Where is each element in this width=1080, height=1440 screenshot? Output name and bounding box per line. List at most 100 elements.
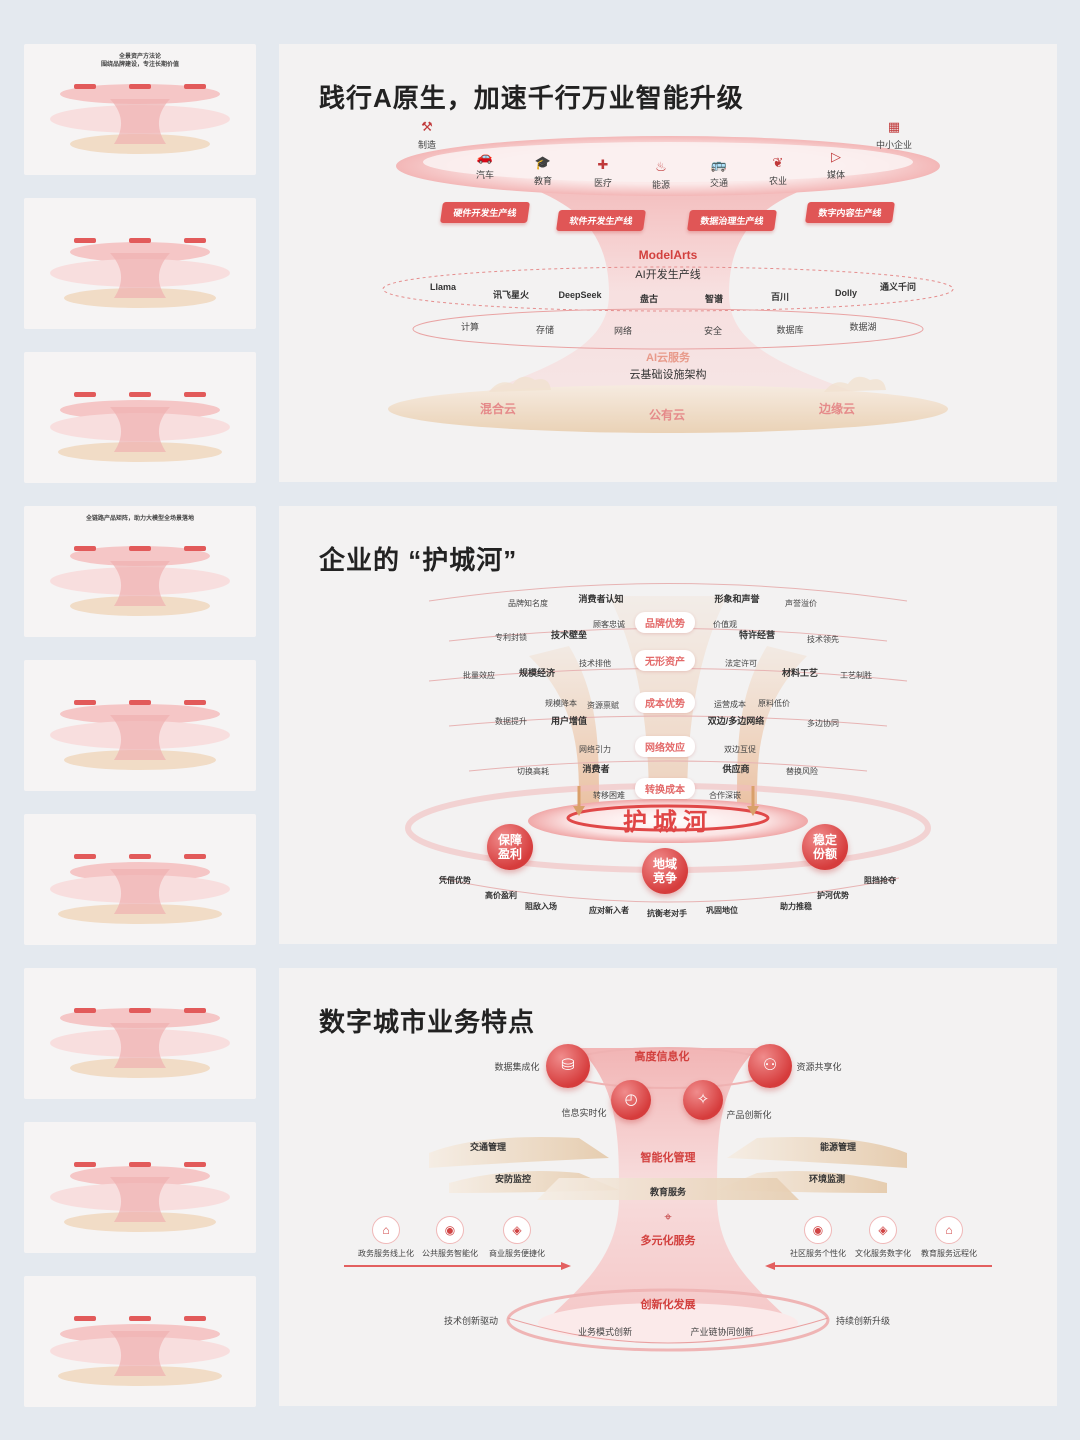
right-sub-4-1: 多边协同 (807, 719, 839, 728)
bottom-item-1: 技术创新驱动 (443, 1316, 499, 1326)
moat-ball-2-line-1: 地域 (652, 857, 677, 871)
top-label: 高度信息化 (634, 1051, 690, 1063)
network-ball-icon: ⚇ (748, 1044, 792, 1088)
bottom-label-1: 凭借优势 (439, 876, 471, 885)
thumbnail-1[interactable]: 全景资产方法论围绕品牌建设，专注长期价值 (24, 44, 256, 175)
model-4: 盘古 (639, 294, 659, 304)
mid-left-1: 交通管理 (469, 1142, 507, 1152)
left-sub-2-1: 专利封锁 (495, 633, 527, 642)
innovation-ball-icon: ✧ (683, 1080, 723, 1120)
moat-ball-3-line-1: 稳定 (812, 833, 837, 847)
center-tag-1[interactable]: 品牌优势 (635, 612, 695, 633)
center-tag-4[interactable]: 网络效应 (635, 736, 695, 757)
production-line-2[interactable]: 软件开发生产线 (556, 210, 646, 231)
mid-right-2: 环境监测 (808, 1174, 846, 1184)
mid-center: 教育服务 (649, 1187, 687, 1197)
infra-4: 安全 (703, 326, 723, 336)
bottom-label-3: 阻敌入场 (525, 902, 557, 911)
center-tag-2[interactable]: 无形资产 (635, 650, 695, 671)
slide2-title: 企业的 “护城河” (319, 545, 518, 575)
moat-ball-1-line-1: 保障 (497, 833, 522, 847)
right-sub-2-1: 技术领先 (807, 635, 839, 644)
left-sub-3-3: 资源禀赋 (587, 701, 619, 710)
building-icon: ▦ (887, 119, 901, 134)
right-main-2: 特许经营 (738, 630, 776, 640)
industry-7: 农业 (768, 176, 788, 186)
right-main-5: 供应商 (722, 764, 750, 774)
top-item-1: 数据集成化 (494, 1062, 540, 1072)
service-left-2: 公共服务智能化 (422, 1249, 478, 1258)
bottom-label-8: 护河优势 (817, 891, 849, 900)
left-main-5: 消费者 (582, 764, 610, 774)
thumbnail-7[interactable] (24, 968, 256, 1099)
slide2-diagram (405, 583, 931, 903)
model-8: 通义千问 (879, 282, 917, 292)
right-sub-2-2: 法定许可 (725, 659, 757, 668)
left-sub-2-2: 技术排他 (579, 659, 611, 668)
infra-5: 数据库 (776, 325, 804, 335)
service-right-2: 文化服务数字化 (855, 1249, 911, 1258)
model-3: DeepSeek (558, 290, 602, 300)
thumbnail-8[interactable] (24, 1122, 256, 1253)
model-1: Llama (429, 282, 457, 292)
service-left-2-icon: ◉ (436, 1216, 464, 1244)
left-sub-4-1: 数据提升 (495, 717, 527, 726)
right-sub-5-1: 替换风险 (786, 767, 818, 776)
slide-ai-native[interactable]: 践行A原生，加速千行万业智能升级 ⚒制造🚗汽车🎓教育✚医疗♨能源🚌交通❦农业▷媒… (279, 44, 1057, 482)
thumbnail-6[interactable] (24, 814, 256, 945)
thumbnail-4-caption-1: 全链路产品矩阵，助力大模型全场景落地 (85, 516, 194, 522)
service-left-3: 商业服务便捷化 (489, 1249, 545, 1258)
thumbnail-2[interactable] (24, 198, 256, 329)
bottom-label-2: 高价盈利 (485, 891, 517, 900)
production-line-3[interactable]: 数据治理生产线 (687, 210, 777, 231)
slide3-diagram (344, 1047, 992, 1352)
bus-icon: 🚌 (710, 157, 728, 172)
industry-5: 能源 (651, 180, 671, 190)
thumbnail-3[interactable] (24, 352, 256, 483)
bottom-label-9: 阻挡抢夺 (864, 876, 896, 885)
bottom-label-5: 抗衡老对手 (647, 909, 687, 918)
production-line-1[interactable]: 硬件开发生产线 (440, 202, 530, 223)
location-icon: ⌖ (664, 1209, 672, 1224)
platform-sub: AI开发生产线 (635, 269, 701, 281)
moat-label: 护城河 (623, 809, 713, 836)
graduation-icon: 🎓 (534, 155, 552, 170)
infra-2: 存储 (535, 325, 555, 335)
right-sub-3-3: 原料低价 (758, 699, 790, 708)
production-line-4[interactable]: 数字内容生产线 (805, 202, 895, 223)
bottom-label: 创新化发展 (640, 1299, 696, 1311)
service-right-3: 教育服务远程化 (921, 1249, 977, 1258)
slide3-title: 数字城市业务特点 (319, 1007, 536, 1037)
service-right-1: 社区服务个性化 (790, 1249, 846, 1258)
left-main-4: 用户增值 (550, 716, 588, 726)
mid-label: 智能化管理 (640, 1152, 696, 1164)
slide-moat[interactable]: 企业的 “护城河” 品牌优势无形资产成本优势网络效应转换成本 护城河 消费者认知… (279, 506, 1057, 944)
moat-ball-3[interactable]: 稳定份额 (802, 824, 848, 870)
cloud-1: 混合云 (479, 402, 517, 416)
bottom-item-3: 产业链协同创新 (690, 1327, 754, 1337)
bottom-label-7: 助力推稳 (780, 902, 812, 911)
left-main-3: 规模经济 (518, 668, 556, 678)
database-ball-icon: ⛁ (546, 1044, 590, 1088)
moat-ball-1[interactable]: 保障盈利 (487, 824, 533, 870)
industry-8: 媒体 (826, 170, 846, 180)
cloud-service-label: AI云服务 (646, 352, 690, 364)
model-7: Dolly (834, 288, 858, 298)
model-2: 讯飞星火 (492, 290, 530, 300)
top-item-3: 信息实时化 (561, 1108, 607, 1118)
service-right-2-icon: ◈ (869, 1216, 897, 1244)
slide-digital-city[interactable]: 数字城市业务特点 高度信息化 ⛁ ⚇ ◴ ✧ 数据集成化 资源共享化 信息实时化… (279, 968, 1057, 1406)
center-tag-5[interactable]: 转换成本 (635, 778, 695, 799)
left-sub-4-2: 网络引力 (579, 745, 611, 754)
moat-ball-2[interactable]: 地域竞争 (642, 848, 688, 894)
industry-2: 汽车 (475, 170, 495, 180)
thumbnail-9[interactable] (24, 1276, 256, 1407)
service-left-1-icon: ⌂ (372, 1216, 400, 1244)
cloud-2: 公有云 (648, 408, 686, 422)
play-icon: ▷ (831, 149, 841, 164)
center-tag-3[interactable]: 成本优势 (635, 692, 695, 713)
flame-icon: ♨ (655, 159, 667, 174)
industry-4: 医疗 (593, 178, 613, 188)
thumbnail-4[interactable]: 全链路产品矩阵，助力大模型全场景落地 (24, 506, 256, 637)
thumbnail-5[interactable] (24, 660, 256, 791)
